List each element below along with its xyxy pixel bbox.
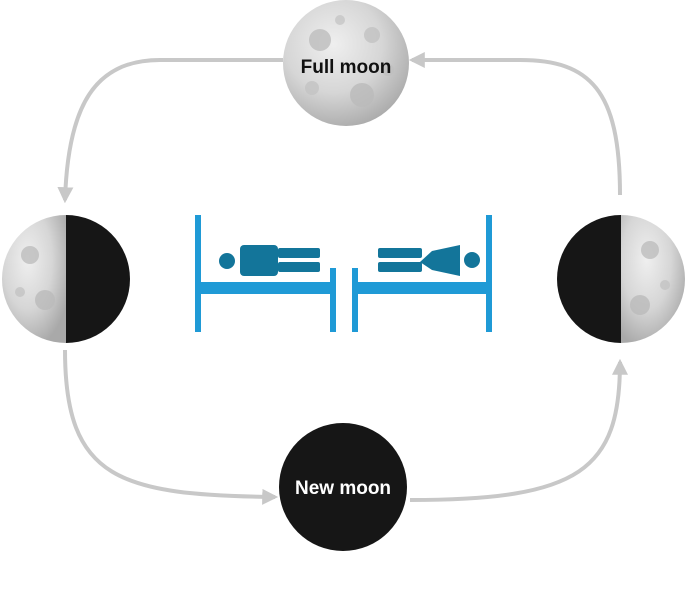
person-lying-icon (219, 245, 320, 276)
right-bed-icon (352, 215, 492, 332)
last-quarter-moon-icon (557, 215, 685, 343)
person-lying-icon (378, 245, 480, 276)
full-moon-icon (283, 0, 409, 126)
arrow-full-to-left (57, 58, 283, 204)
left-bed-icon (195, 215, 336, 332)
new-moon-icon (279, 423, 407, 551)
arrow-left-to-new (63, 349, 279, 505)
arrow-right-to-full (408, 52, 622, 196)
cycle-arrows (57, 52, 628, 505)
full-moon-label: Full moon (301, 57, 392, 78)
arrow-new-to-right (409, 358, 628, 502)
first-quarter-moon-icon (2, 215, 130, 343)
new-moon-label: New moon (295, 478, 391, 499)
